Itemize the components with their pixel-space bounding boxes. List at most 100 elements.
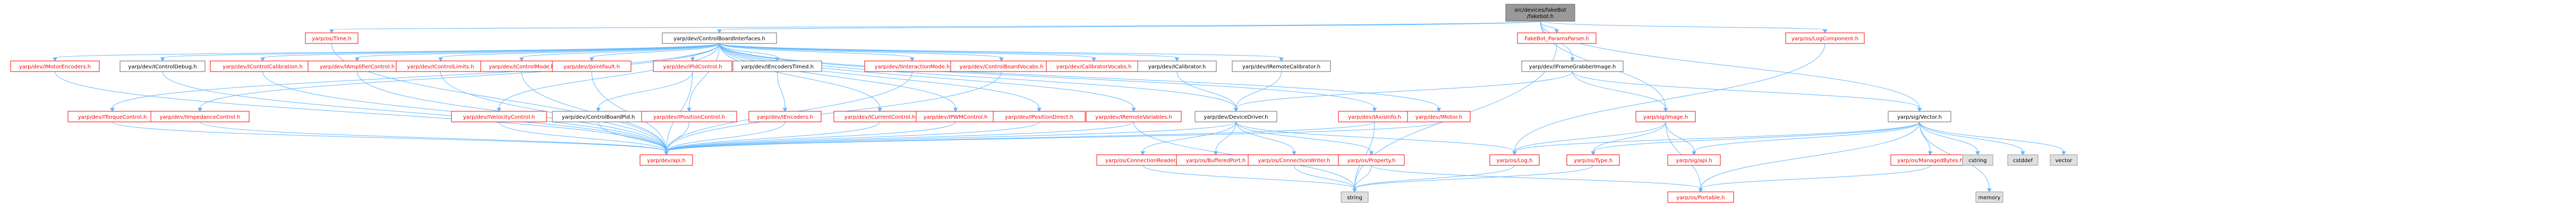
node-yarp-os-managedbytes-h[interactable]: yarp/os/ManagedBytes.h [1890,154,1970,166]
node-yarp-dev-icurrentcontrol-h[interactable]: yarp/dev/ICurrentControl.h [833,111,926,122]
node-yarp-dev-iencoders-h[interactable]: yarp/dev/IEncoders.h [748,111,822,122]
node-yarp-dev-imotorencoders-h[interactable]: yarp/dev/IMotorEncoders.h [10,60,100,72]
node-yarp-os-connectionreader-h[interactable]: yarp/os/ConnectionReader.h [1096,154,1189,166]
edge-line [1919,121,2023,152]
node-box [1517,32,1597,44]
edge-icalibrator-to-device_driver [1176,71,1239,112]
edge-arrowhead [329,29,334,33]
node-box [1888,111,1951,122]
edge-line [1235,71,1573,109]
node-box [1785,32,1865,44]
edge-sig_image-to-os_type [1591,121,1666,155]
node-box [641,111,737,122]
edge-line [1235,121,1294,152]
node-yarp-os-logcomponent-h[interactable]: yarp/os/LogComponent.h [1785,32,1865,44]
edge-cbi-to-pwm_control [719,43,958,112]
edge-cbi-to-control_calibration [260,43,720,61]
edge-line [666,121,1134,152]
node-yarp-dev-iaxisinfo-h[interactable]: yarp/dev/IAxisInfo.h [1338,111,1411,122]
edge-line [112,43,720,109]
node-yarp-dev-controlboardpid-h[interactable]: yarp/dev/ControlBoardPid.h [552,111,645,122]
node-yarp-dev-controlboardinterfaces-h[interactable]: yarp/dev/ControlBoardInterfaces.h [662,32,777,44]
node-yarp-os-type-h[interactable]: yarp/os/Type.h [1566,154,1620,166]
node-yarp-dev-calibratorvocabs-h[interactable]: yarp/dev/CalibratorVocabs.h [1046,60,1142,72]
edge-line [162,43,720,58]
node-yarp-dev-ipositioncontrol-h[interactable]: yarp/dev/IPositionControl.h [641,111,737,122]
node-yarp-dev-iinteractionmode-h[interactable]: yarp/dev/IInteractionMode.h [864,60,960,72]
node-src-devices-fakebot-fakebot-h: src/devices/fakeBot/fakebot.h [1505,4,1575,22]
node-label: yarp/os/Time.h [312,36,352,42]
edge-arrowhead [1037,108,1042,112]
node-yarp-dev-icalibrator-h[interactable]: yarp/dev/ICalibrator.h [1137,60,1217,72]
node-yarp-dev-iamplifiercontrol-h[interactable]: yarp/dev/IAmplifierControl.h [308,60,407,72]
edge-cbi-to-velocity_control [497,43,720,112]
edge-cbi-to-amplifier_control [355,43,720,61]
node-yarp-dev-api-h[interactable]: yarp/dev/api.h [639,154,693,166]
edge-conn_reader-to-string [1142,165,1357,192]
node-yarp-dev-icontroldebug-h[interactable]: yarp/dev/IControlDebug.h [120,60,206,72]
node-yarp-os-bufferedport-h[interactable]: yarp/os/BufferedPort.h [1176,154,1256,166]
edge-arrowhead [1927,151,1933,155]
node-label: yarp/sig/api.h [1676,158,1712,164]
edge-line [719,43,1236,109]
node-yarp-dev-ijointfault-h[interactable]: yarp/dev/IJointFault.h [552,60,632,72]
edge-line [200,43,720,109]
edge-line [591,43,720,58]
edge-line [357,43,720,58]
node-label: yarp/dev/IEncodersTimed.h [741,64,814,70]
edge-layer [53,21,2066,192]
node-yarp-dev-ipositiondirect-h[interactable]: yarp/dev/IPositionDirect.h [993,111,1086,122]
node-yarp-dev-iremotecalibrator-h[interactable]: yarp/dev/IRemoteCalibrator.h [1232,60,1331,72]
edge-remote_calibrator-to-device_driver [1233,71,1282,112]
node-yarp-dev-icontrolmode-h[interactable]: yarp/dev/IControlMode.h [480,60,563,72]
edge-arrowhead [2020,151,2025,155]
node-box [1521,60,1624,72]
node-box [1975,191,2003,203]
node-yarp-os-log-h[interactable]: yarp/os/Log.h [1489,154,1540,166]
node-box [10,60,100,72]
node-box [1635,111,1696,122]
node-yarp-dev-iframegrabberimage-h[interactable]: yarp/dev/IFrameGrabberImage.h [1521,60,1624,72]
edge-arrowhead [1174,57,1180,61]
node-yarp-dev-iimpedancecontrol-h[interactable]: yarp/dev/IImpedanceControl.h [150,111,250,122]
edge-line [666,121,1039,152]
node-label: yarp/dev/IControlMode.h [489,64,555,70]
node-yarp-dev-devicedriver-h[interactable]: yarp/dev/DeviceDriver.h [1195,111,1277,122]
node-fakebot-paramsparser-h[interactable]: FakeBot_ParamsParser.h [1517,32,1597,44]
node-yarp-os-time-h[interactable]: yarp/os/Time.h [305,32,359,44]
edge-line [666,121,1375,152]
node-label: yarp/dev/IMotorEncoders.h [19,64,91,70]
node-label: yarp/dev/ControlBoardVocabs.h [959,64,1043,70]
node-yarp-os-property-h[interactable]: yarp/os/Property.h [1338,154,1405,166]
edge-line [689,43,720,109]
node-box [639,154,693,166]
edge-sig_image-to-os_log [1512,121,1666,155]
node-label: yarp/dev/ControlBoardInterfaces.h [673,36,765,42]
node-yarp-dev-iremotevariables-h[interactable]: yarp/dev/IRemoteVariables.h [1086,111,1182,122]
node-yarp-dev-imotor-h[interactable]: yarp/dev/IMotor.h [1407,111,1471,122]
node-yarp-sig-vector-h[interactable]: yarp/sig/Vector.h [1888,111,1951,122]
node-yarp-dev-ipwmcontrol-h[interactable]: yarp/dev/IPWMControl.h [916,111,995,122]
node-box [552,60,632,72]
node-yarp-sig-image-h[interactable]: yarp/sig/Image.h [1635,111,1696,122]
node-yarp-os-portable-h[interactable]: yarp/os/Portable.h [1667,191,1734,203]
edge-cbi-to-interaction_mode [719,43,915,61]
edge-cbi-to-control_debug [160,43,720,61]
node-yarp-dev-icontrolcalibration-h[interactable]: yarp/dev/IControlCalibration.h [210,60,315,72]
node-yarp-dev-ipidcontrol-h[interactable]: yarp/dev/IPidControl.h [653,60,732,72]
node-yarp-dev-ivelocitycontrol-h[interactable]: yarp/dev/IVelocityControl.h [451,111,547,122]
node-yarp-dev-itorquecontrol-h[interactable]: yarp/dev/ITorqueControl.h [67,111,157,122]
node-label: yarp/dev/IInteractionMode.h [875,64,950,70]
edge-line [666,121,689,152]
edge-line [1235,71,1282,109]
node-label: yarp/os/Property.h [1347,158,1396,164]
node-yarp-dev-controlboardvocabs-h[interactable]: yarp/dev/ControlBoardVocabs.h [950,60,1053,72]
node-yarp-dev-icontrollimits-h[interactable]: yarp/dev/IControlLimits.h [396,60,485,72]
edge-line [112,121,667,152]
node-yarp-sig-api-h[interactable]: yarp/sig/api.h [1667,154,1721,166]
edge-line [1514,121,1920,152]
node-yarp-os-connectionwriter-h[interactable]: yarp/os/ConnectionWriter.h [1248,154,1341,166]
edge-arrowhead [690,57,695,61]
node-box [1566,154,1620,166]
node-yarp-dev-iencoderstimed-h[interactable]: yarp/dev/IEncodersTimed.h [732,60,822,72]
